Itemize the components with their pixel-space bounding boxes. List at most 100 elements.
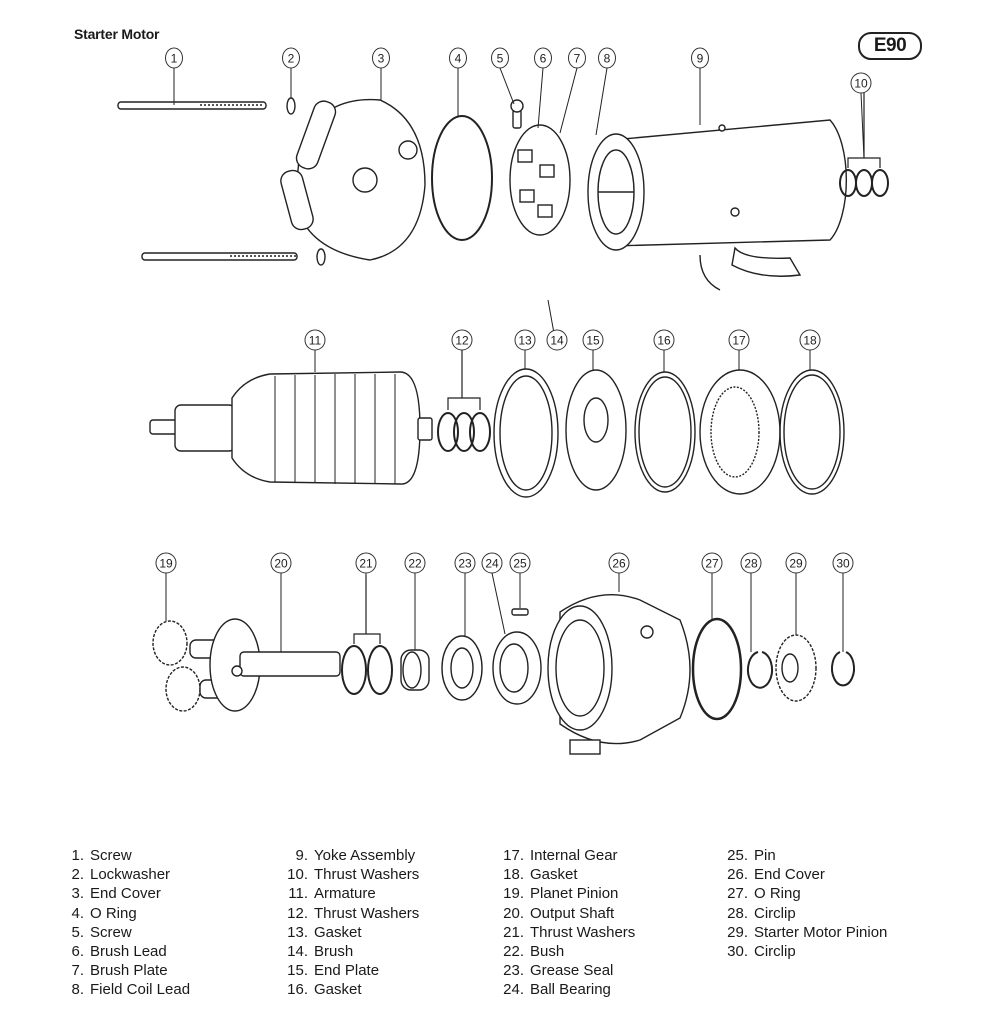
part-end-cover-26 [547,594,691,755]
callout-number: 18 [803,334,817,348]
legend-item: 14.Brush [282,942,419,961]
callout-circle [514,329,536,351]
legend-number: 22. [503,943,524,961]
part-gasket-16 [634,371,696,493]
legend-number: 27. [727,885,748,903]
callout-17: 17 [728,329,750,351]
legend-item: 17.Internal Gear [498,846,635,865]
callout-number: 14 [550,334,564,348]
callout-circle [534,47,552,69]
callout-circle [850,72,872,94]
callout-2: 2 [282,47,300,69]
callout-circle [304,329,326,351]
legend-item: 22.Bush [498,942,635,961]
part-pin [511,608,529,616]
part-screw-lower [141,252,298,261]
legend-number: 30. [727,943,748,961]
legend-label: Screw [90,847,132,864]
legend-label: Lockwasher [90,866,171,884]
part-planet-pinion [152,620,201,712]
callout-number: 12 [455,334,469,348]
legend-label: Gasket [314,981,362,999]
part-grease-seal [441,635,483,701]
callout-circle [598,47,616,69]
legend-item: 23.Grease Seal [498,961,635,980]
part-starter-motor-pinion [775,634,817,702]
legend-item: 26. End Cover [722,865,887,884]
legend-item: 9.Yoke Assembly [282,846,419,865]
part-thrust-washers-21 [341,575,393,695]
callout-number: 26 [612,557,626,571]
callout-circle [282,47,300,69]
legend-item: 18.Gasket [498,865,635,884]
callout-15: 15 [582,329,604,351]
callout-number: 7 [574,52,581,66]
legend-item: 27.O Ring [722,884,887,903]
figure-code-badge: E90 [858,32,922,60]
callout-number: 21 [359,557,373,571]
callout-circle [653,329,675,351]
legend-label: Thrust Washers [314,904,420,922]
legend-number: 11. [288,885,308,903]
legend-label: Gasket [314,923,362,941]
callout-24: 24 [481,552,503,574]
part-armature [149,371,433,485]
callout-20: 20 [270,552,292,574]
legend-number: 25. [727,847,748,864]
callout-number: 11 [309,334,322,348]
callout-number: 9 [697,52,704,66]
callout-circle [454,552,476,574]
legend-number: 26. [727,866,748,884]
legend-item: 13.Gasket [282,923,419,942]
legend-number: 28. [727,904,748,922]
legend-number: 17. [503,847,524,864]
legend-item: 16.Gasket [282,980,419,999]
callout-circle [155,552,177,574]
callout-number: 2 [288,52,295,66]
part-gasket-13 [493,368,559,498]
legend-item: 4.O Ring [58,904,190,923]
legend-label: Ball Bearing [530,981,611,999]
callout-13: 13 [514,329,536,351]
leader-line-24 [491,572,506,635]
legend-label: End Plate [314,962,380,980]
part-o-ring-4 [431,115,493,241]
leader-line-5 [499,67,515,105]
callout-number: 15 [586,334,600,348]
legend-item: 30.Circlip [722,942,887,961]
legend-number: 12. [287,904,308,922]
legend-item: 10.Thrust Washers [282,865,419,884]
callout-circle [165,47,183,69]
callout-number: 6 [540,52,547,66]
legend-number: 7. [71,962,84,980]
legend-number: 18. [503,866,524,884]
legend-label: Brush Lead [90,943,167,961]
legend-number: 20. [503,904,524,922]
callout-12: 12 [451,329,473,351]
legend-number: 9. [295,847,308,864]
callout-number: 8 [604,52,611,66]
callout-circle [582,329,604,351]
legend-number: 8. [71,981,84,999]
callout-26: 26 [608,552,630,574]
legend-number: 29. [727,923,748,941]
callout-18: 18 [799,329,821,351]
callout-number: 30 [836,557,850,571]
legend-item: 29.Starter Motor Pinion [722,923,887,942]
exploded-parts-diagram: 1234567891011121314151617181920212223242… [117,47,889,755]
callout-9: 9 [691,47,709,69]
legend-item: 2.Lockwasher [58,865,190,884]
callout-number: 4 [455,52,462,66]
leader-line-6 [537,67,544,129]
legend-item: 25.Pin [722,846,887,865]
callout-circle [451,329,473,351]
legend-label: Grease Seal [530,962,614,980]
legend-number: 19. [503,885,524,903]
callout-6: 6 [534,47,552,69]
legend-label: Brush [314,943,354,961]
callout-circle [568,47,586,69]
legend-label: End Cover [754,866,825,884]
callout-7: 7 [568,47,586,69]
